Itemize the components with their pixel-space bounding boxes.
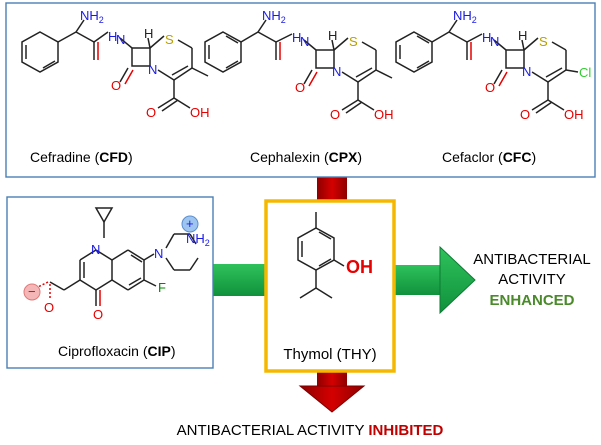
atom-n-pip: N	[154, 246, 163, 261]
cephalexin-label: Cephalexin (CPX)	[250, 149, 362, 165]
atom-nh2: NH2	[186, 231, 210, 248]
atom-n: N	[490, 34, 499, 49]
atom-n: N	[300, 34, 309, 49]
atom-nh2: NH2	[453, 8, 477, 25]
cefaclor-atoms: NH2 H N H S N O O OH Cl	[453, 8, 591, 122]
atom-n-ring: N	[522, 64, 531, 79]
outcome-line1: ANTIBACTERIAL	[473, 251, 591, 268]
cephalexin-atoms: NH2 H N H S N O O OH	[262, 8, 394, 122]
atom-f: F	[158, 280, 166, 295]
ciprofloxacin-label: Ciprofloxacin (CIP)	[58, 343, 176, 359]
cefaclor-label: Cefaclor (CFC)	[442, 149, 536, 165]
plus-charge-circle	[181, 215, 199, 233]
atom-n: N	[91, 242, 100, 257]
atom-n-ring: N	[148, 62, 157, 77]
ciprofloxacin-structure	[63, 207, 199, 306]
atom-h: H	[144, 26, 153, 41]
atom-nh: H	[108, 29, 117, 44]
arrow-green-left	[212, 264, 268, 296]
atom-nh: H	[482, 30, 491, 45]
atom-s: S	[539, 34, 548, 49]
atom-nh2: NH2	[262, 8, 286, 25]
ciprofloxacin-box	[6, 196, 214, 369]
atom-o: O	[485, 80, 495, 95]
arrow-green-right	[394, 245, 476, 315]
cefradine-atoms: NH2 H N H S N O O OH	[80, 8, 210, 120]
outcome-line3-enhanced: ENHANCED	[489, 292, 574, 309]
thymol-box	[264, 199, 396, 373]
cefradine-label: Cefradine (CFD)	[30, 149, 133, 165]
atom-oh: OH	[374, 107, 394, 122]
atom-o: O	[295, 80, 305, 95]
atom-o2: O	[520, 107, 530, 122]
carboxylate-group	[35, 281, 65, 300]
thymol-label: Thymol (THY)	[283, 346, 376, 363]
atom-oh: OH	[190, 105, 210, 120]
top-compounds-box	[5, 2, 596, 178]
atom-h: H	[328, 28, 337, 43]
cefradine-structure	[21, 19, 209, 112]
atom-nh2: NH2	[80, 8, 104, 25]
atom-n: N	[116, 32, 125, 47]
cefaclor-structure	[395, 19, 579, 114]
atom-s: S	[349, 34, 358, 49]
atom-plus: +	[186, 216, 194, 231]
thymol-structure	[297, 212, 345, 299]
ciprofloxacin-atoms: N N NH2 + F O O −	[28, 216, 210, 322]
atom-h: H	[518, 28, 527, 43]
atom-oh: OH	[564, 107, 584, 122]
atom-o-carboxyl: O	[44, 300, 54, 315]
atom-nh: H	[292, 30, 301, 45]
minus-charge-circle	[23, 283, 41, 301]
thymol-oh: OH	[346, 257, 373, 277]
cephalexin-structure	[204, 19, 393, 114]
atom-o2: O	[146, 105, 156, 120]
atom-minus: −	[28, 284, 36, 299]
outcome-line2: ACTIVITY	[498, 271, 566, 288]
atom-o2: O	[330, 107, 340, 122]
outcome-inhibited: ANTIBACTERIAL ACTIVITY INHIBITED	[177, 422, 444, 439]
arrow-red-down	[298, 370, 366, 413]
atom-n-ring: N	[332, 64, 341, 79]
atom-o: O	[111, 78, 121, 93]
atom-o-ketone: O	[93, 307, 103, 322]
atom-cl: Cl	[579, 65, 591, 80]
outcome-enhanced: ANTIBACTERIAL ACTIVITY ENHANCED	[473, 251, 591, 309]
atom-s: S	[165, 32, 174, 47]
